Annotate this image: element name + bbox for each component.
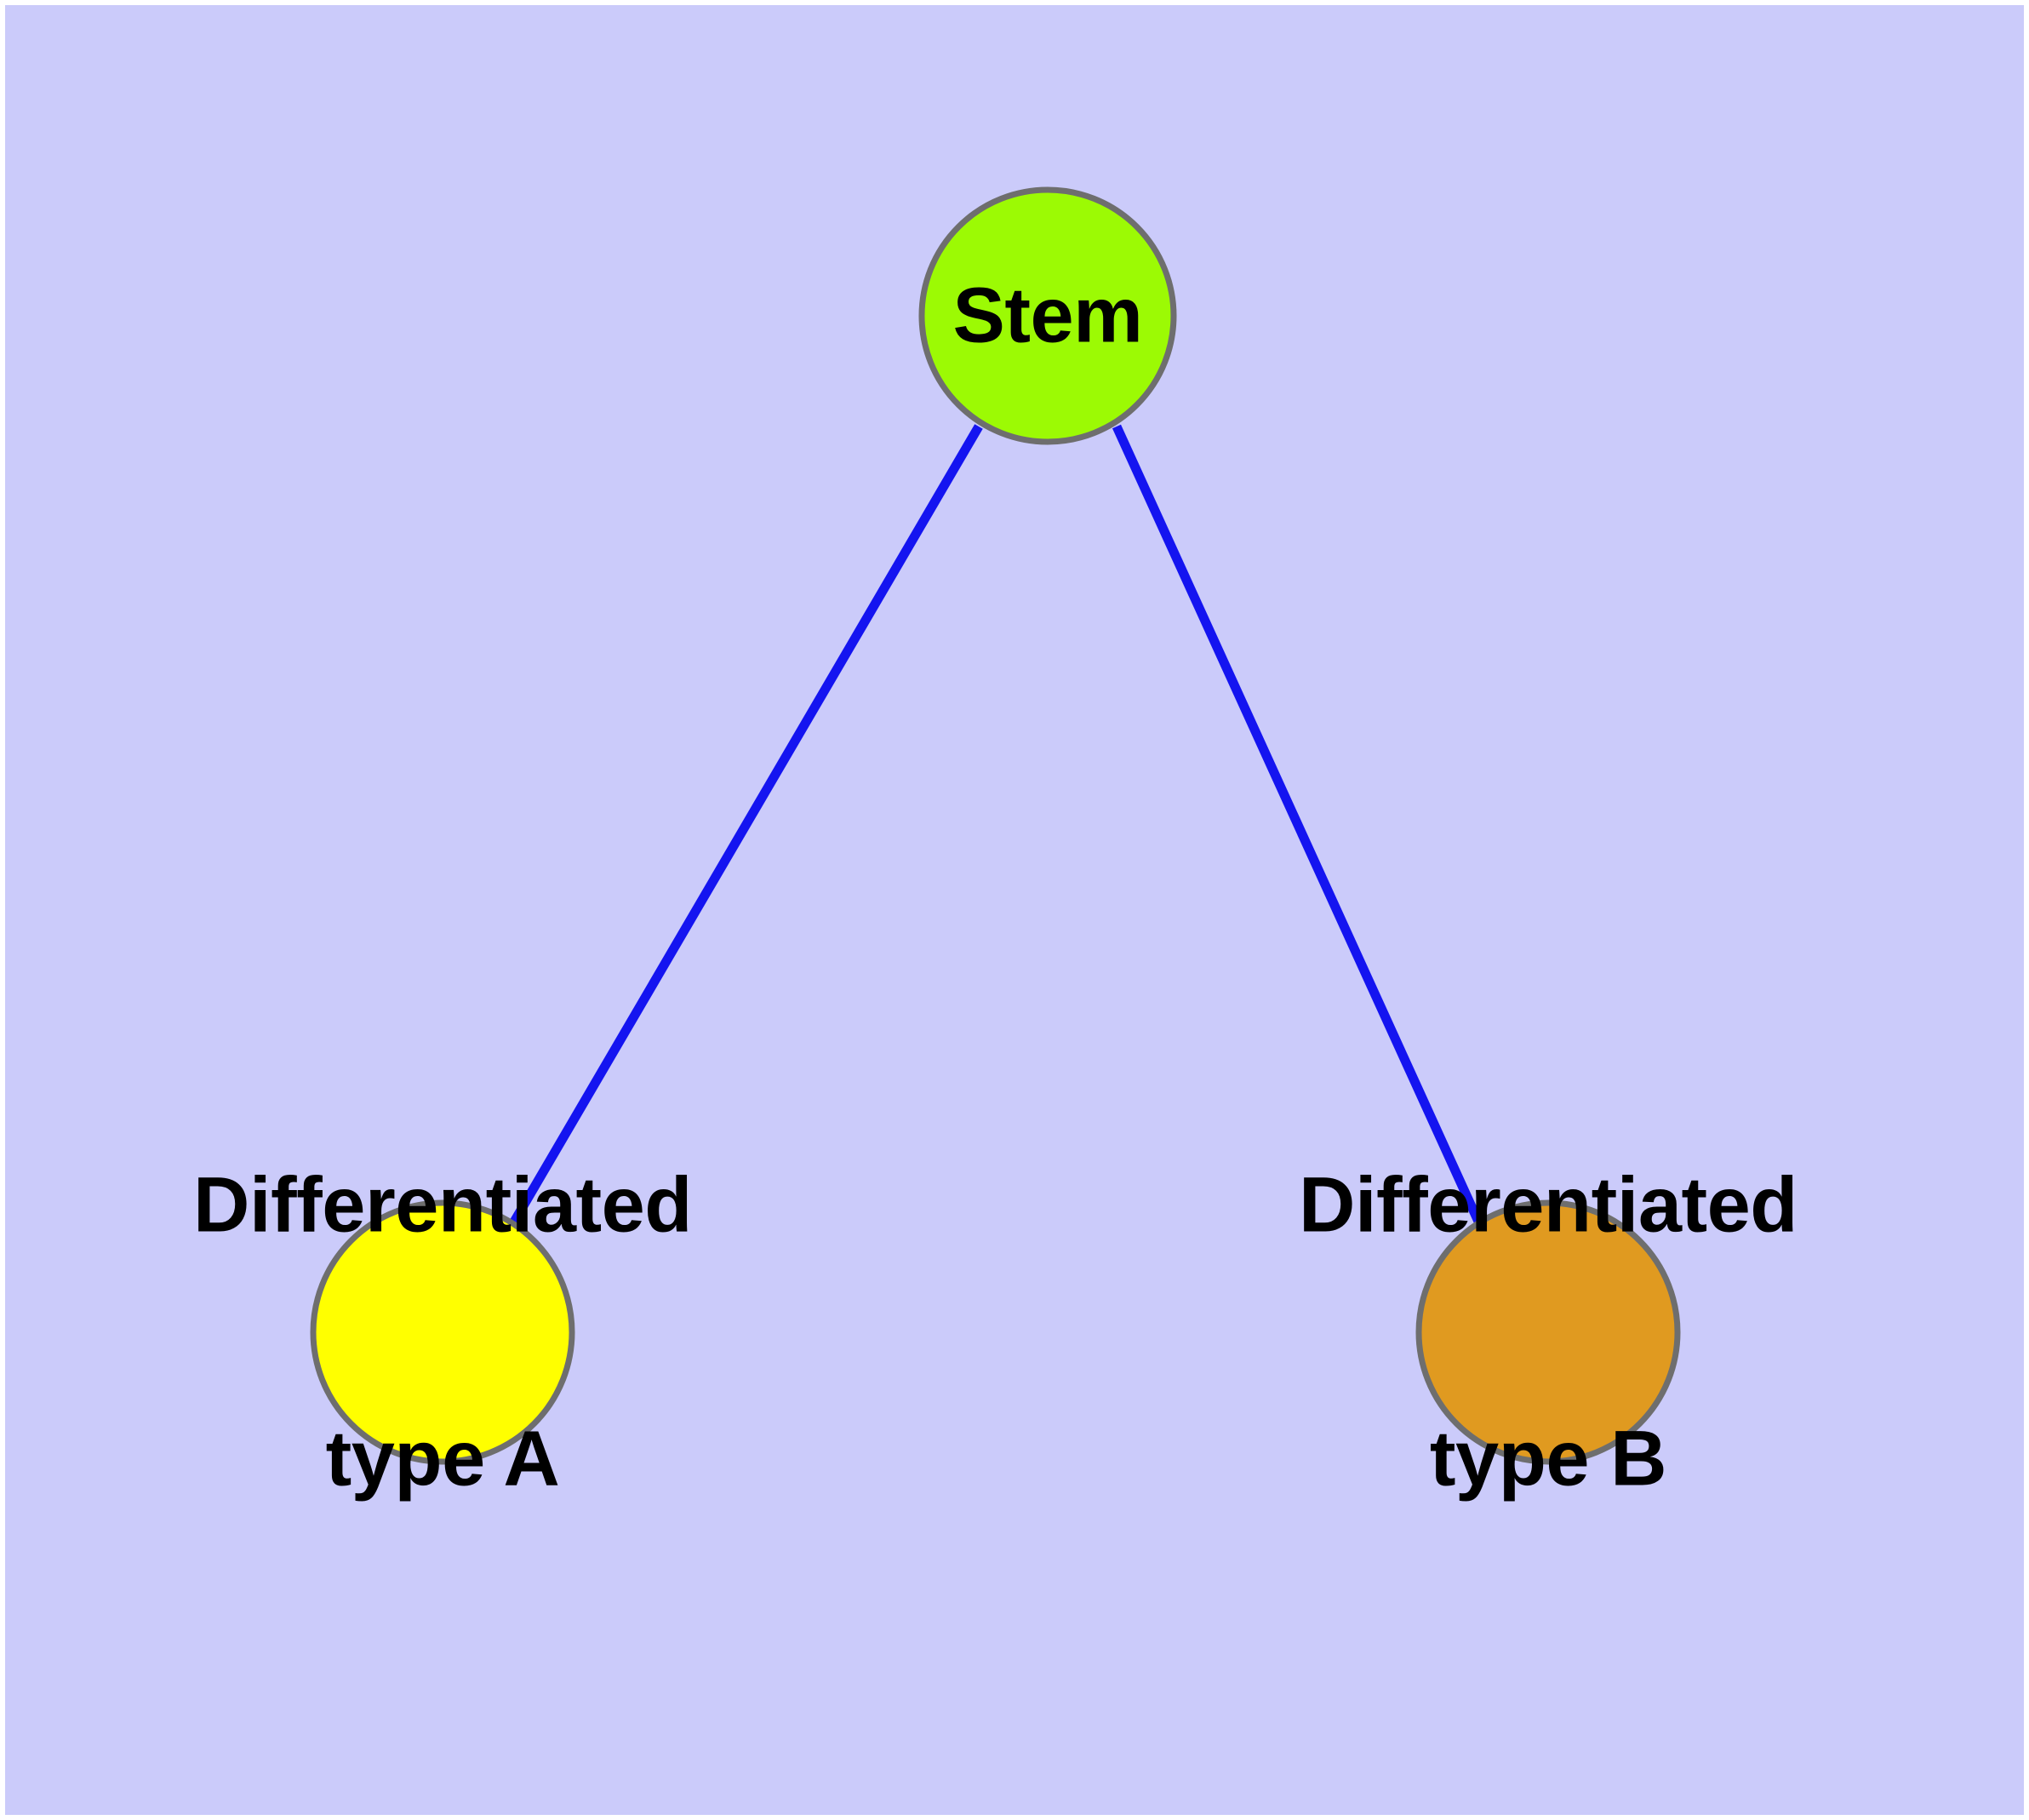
node-stem[interactable] bbox=[918, 186, 1177, 445]
edge-layer bbox=[509, 424, 1484, 1226]
edge-stem-to-differentiated-type-b bbox=[1112, 424, 1484, 1226]
node-differentiated-type-b[interactable] bbox=[1415, 1199, 1681, 1465]
node-differentiated-type-a[interactable] bbox=[310, 1199, 575, 1465]
node-layer bbox=[310, 186, 1681, 1465]
edge-stem-to-differentiated-type-a bbox=[509, 424, 983, 1226]
